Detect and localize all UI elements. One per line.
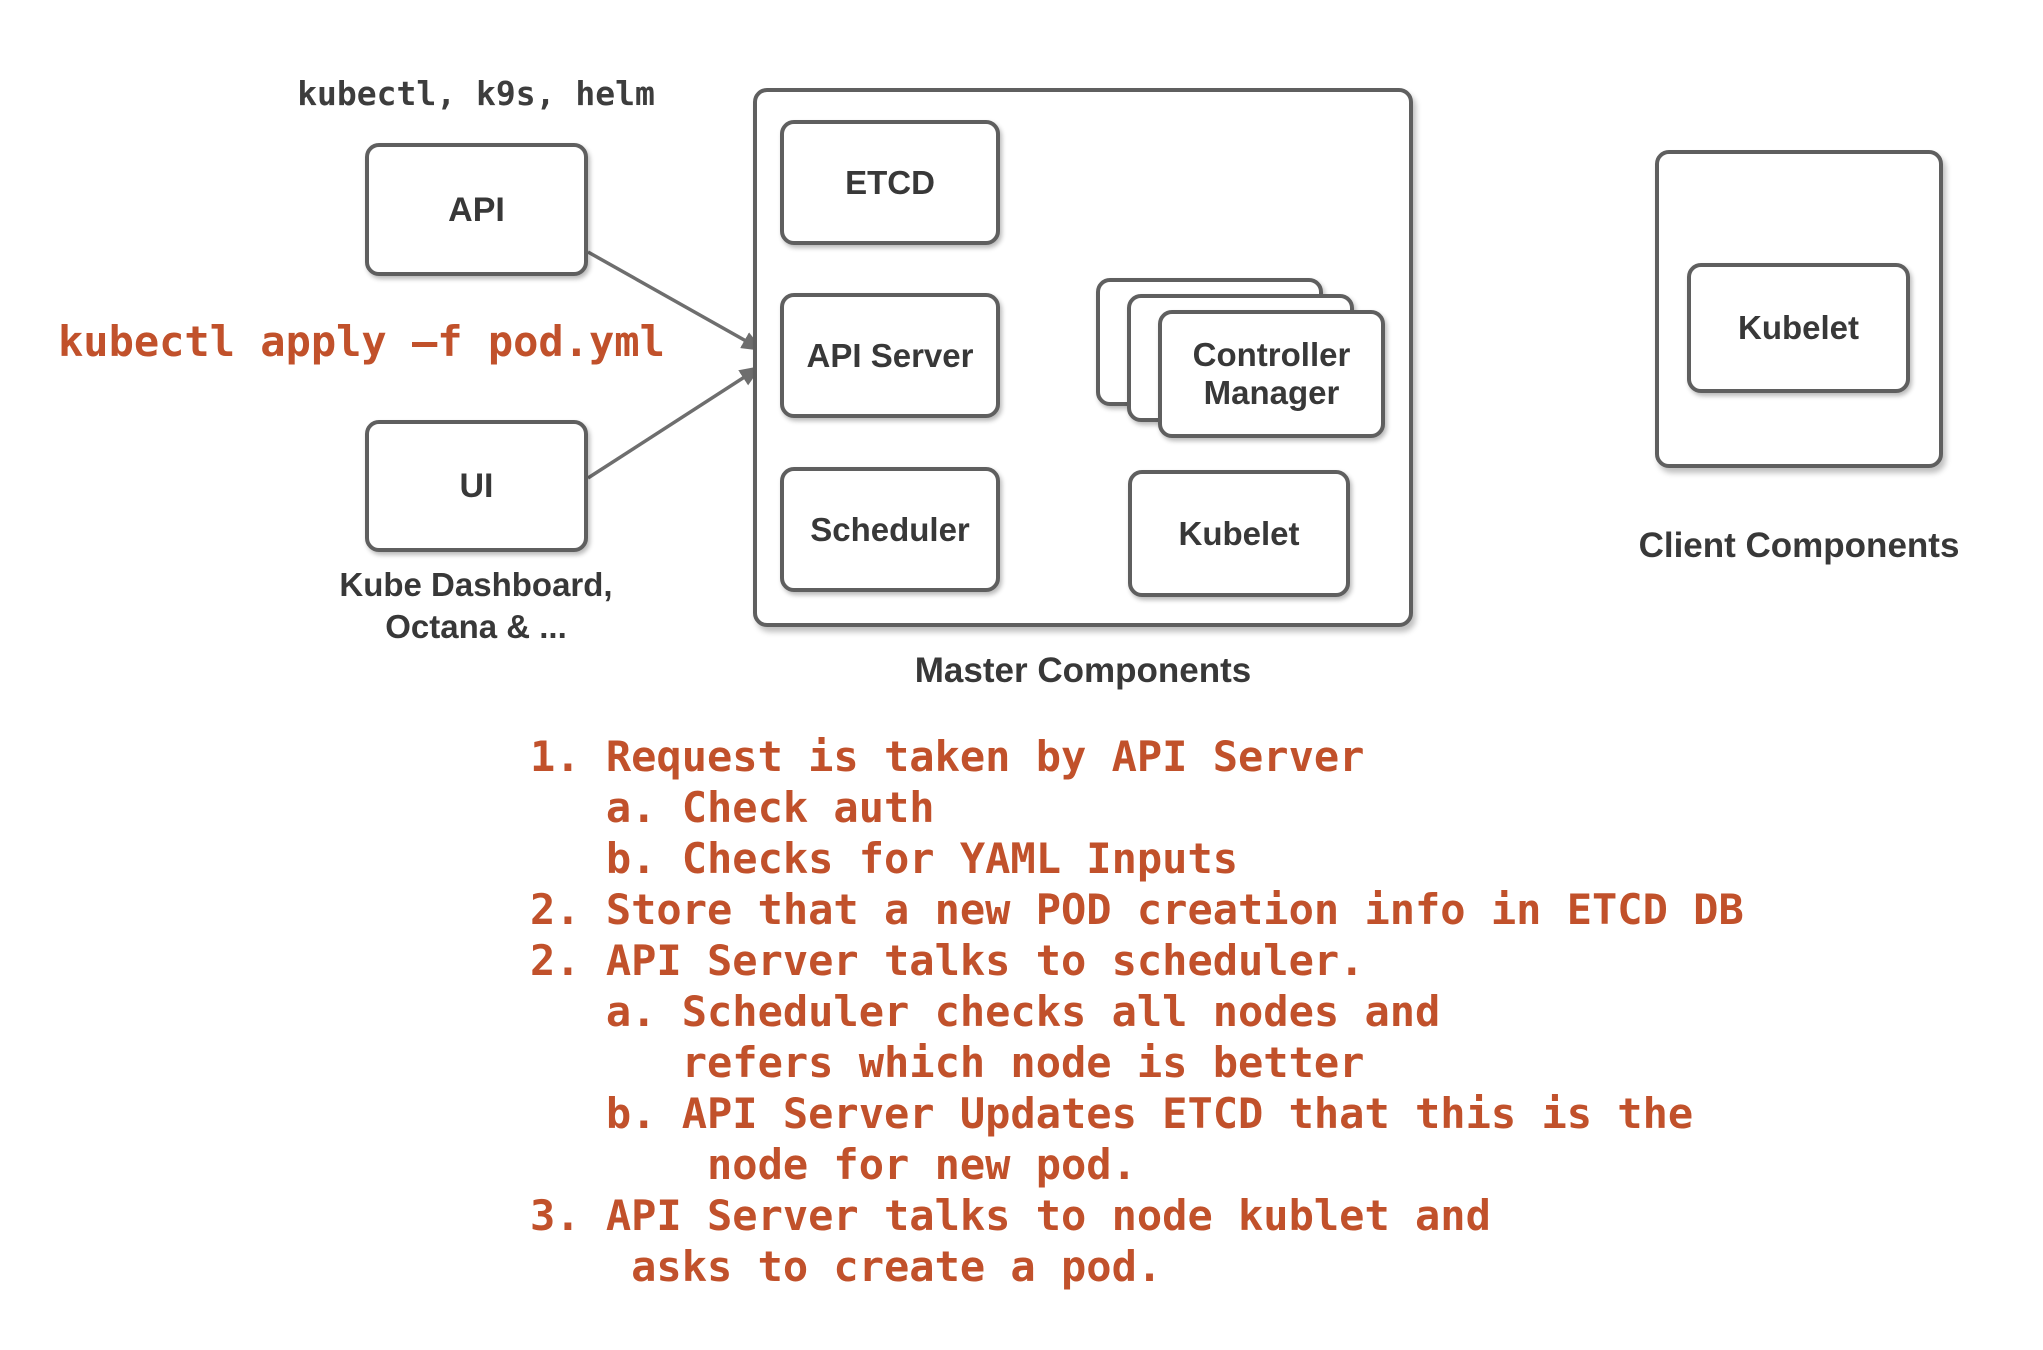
etcd-box-label: ETCD (845, 163, 935, 201)
scheduler-box: Scheduler (780, 467, 1000, 592)
api-box: API (365, 143, 588, 276)
scheduler-box-label: Scheduler (810, 510, 970, 548)
flow-note-line: 2. Store that a new POD creation info in… (530, 885, 1744, 934)
etcd-box: ETCD (780, 120, 1000, 245)
ui-caption: Kube Dashboard, Octana & ... (176, 564, 776, 648)
client-kubelet-box: Kubelet (1687, 263, 1910, 393)
tools-label: kubectl, k9s, helm (297, 74, 655, 113)
api-server-box-label: API Server (806, 336, 974, 374)
client-kubelet-box-label: Kubelet (1737, 309, 1859, 346)
kubectl-command-text: kubectl apply —f pod.yml (58, 317, 665, 366)
flow-note-line: asks to create a pod. (530, 1242, 1163, 1291)
flow-note-line: b. API Server Updates ETCD that this is … (530, 1089, 1694, 1138)
flow-note-line: 1. Request is taken by API Server (530, 732, 1365, 781)
master-kubelet-box-label: Kubelet (1178, 514, 1300, 552)
arrow-ui-to-api-server (587, 365, 762, 480)
flow-note-line: refers which node is better (530, 1038, 1365, 1087)
flow-notes: 1. Request is taken by API Server a. Che… (530, 731, 1744, 1292)
ui-box-label: UI (459, 467, 494, 505)
api-server-box: API Server (780, 293, 1000, 418)
flow-note-line: 3. API Server talks to node kublet and (530, 1191, 1491, 1240)
controller-manager-box-label: Controller Manager (1192, 336, 1351, 411)
ui-caption-line1: Kube Dashboard, (339, 566, 613, 603)
flow-note-line: a. Check auth (530, 783, 935, 832)
flow-note-line: b. Checks for YAML Inputs (530, 834, 1239, 883)
master-kubelet-box: Kubelet (1128, 470, 1350, 597)
flow-note-line: 2. API Server talks to scheduler. (530, 936, 1365, 985)
flow-note-line: node for new pod. (530, 1140, 1137, 1189)
ui-box: UI (365, 420, 588, 552)
flow-note-line: a. Scheduler checks all nodes and (530, 987, 1441, 1036)
master-components-title: Master Components (914, 651, 1252, 690)
client-components-title: Client Components (1638, 526, 1960, 565)
controller-manager-box: Controller Manager (1158, 310, 1385, 438)
api-box-label: API (448, 190, 505, 229)
ui-caption-line2: Octana & ... (385, 608, 567, 645)
